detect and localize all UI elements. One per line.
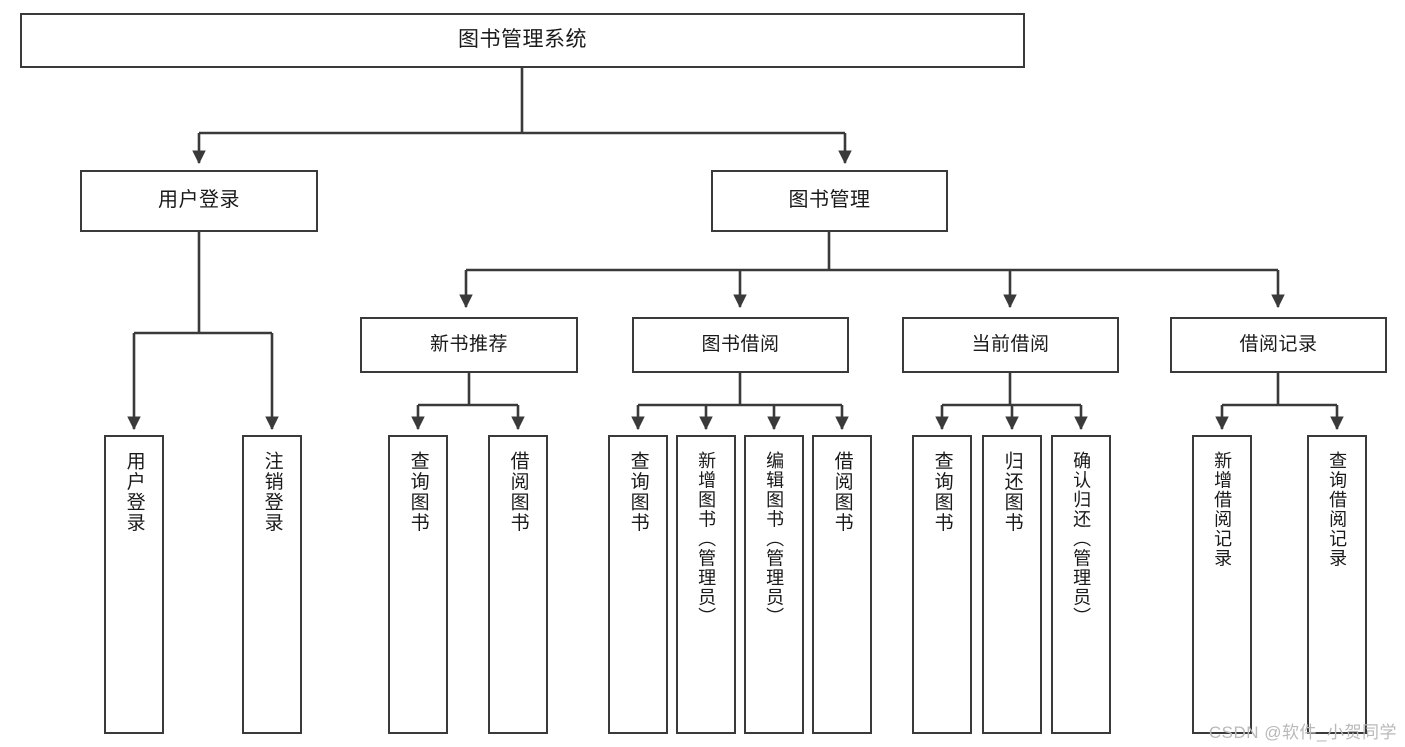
leaf-add-book-admin[interactable]: 新增图书（管理员） <box>676 435 736 734</box>
leaf-user-login[interactable]: 用户登录 <box>104 435 164 734</box>
edges-newbook-to-leaves <box>411 373 525 431</box>
leaf-return-book[interactable]: 归还图书 <box>982 435 1042 734</box>
node-book-borrow[interactable]: 图书借阅 <box>632 317 849 373</box>
edges-bookmgmt-to-level2 <box>459 232 1285 309</box>
leaf-confirm-return-admin[interactable]: 确认归还（管理员） <box>1051 435 1111 734</box>
leaf-query-book-current[interactable]: 查询图书 <box>912 435 972 734</box>
node-label: 借阅图书 <box>507 451 529 533</box>
node-book-management-system[interactable]: 图书管理系统 <box>20 13 1025 68</box>
edges-bookborrow-to-leaves <box>631 373 849 431</box>
node-new-book-recommend[interactable]: 新书推荐 <box>360 317 578 373</box>
leaf-query-book-newbook[interactable]: 查询图书 <box>388 435 448 734</box>
node-label: 注销登录 <box>261 451 283 533</box>
node-label: 图书借阅 <box>701 333 780 355</box>
edges-currentborrow-to-leaves <box>935 373 1088 431</box>
leaf-edit-book-admin[interactable]: 编辑图书（管理员） <box>744 435 804 734</box>
node-label: 当前借阅 <box>971 333 1050 355</box>
node-label: 查询借阅记录 <box>1327 451 1348 568</box>
node-label: 查询图书 <box>627 451 649 533</box>
node-label: 借阅图书 <box>831 451 853 533</box>
leaf-query-book-borrow[interactable]: 查询图书 <box>608 435 668 734</box>
node-label: 图书管理系统 <box>458 28 587 52</box>
node-label: 查询图书 <box>931 451 953 533</box>
csdn-watermark: CSDN @软件_小贺同学 <box>1208 723 1397 742</box>
node-label: 用户登录 <box>158 189 240 212</box>
leaf-borrow-book[interactable]: 借阅图书 <box>812 435 872 734</box>
edges-borrowrecord-to-leaves <box>1215 373 1344 431</box>
edges-userlogin-to-leaves <box>127 232 279 431</box>
node-label: 用户登录 <box>123 451 145 533</box>
node-label: 编辑图书（管理员） <box>764 451 785 627</box>
node-book-management[interactable]: 图书管理 <box>711 170 948 232</box>
node-label: 归还图书 <box>1001 451 1023 533</box>
leaf-borrow-book-newbook[interactable]: 借阅图书 <box>488 435 548 734</box>
leaf-add-borrow-record[interactable]: 新增借阅记录 <box>1192 435 1252 734</box>
leaf-logout[interactable]: 注销登录 <box>242 435 302 734</box>
node-label: 确认归还（管理员） <box>1071 451 1092 627</box>
node-label: 图书管理 <box>788 189 871 212</box>
node-user-login[interactable]: 用户登录 <box>80 170 318 232</box>
node-label: 新增图书（管理员） <box>696 451 717 627</box>
node-label: 新增借阅记录 <box>1212 451 1233 568</box>
edges-root-to-level1 <box>192 68 852 165</box>
node-label: 借阅记录 <box>1239 333 1318 355</box>
node-current-borrow[interactable]: 当前借阅 <box>902 317 1119 373</box>
node-label: 新书推荐 <box>429 333 508 355</box>
node-label: 查询图书 <box>407 451 429 533</box>
node-borrow-record[interactable]: 借阅记录 <box>1170 317 1387 373</box>
leaf-query-borrow-record[interactable]: 查询借阅记录 <box>1307 435 1367 734</box>
